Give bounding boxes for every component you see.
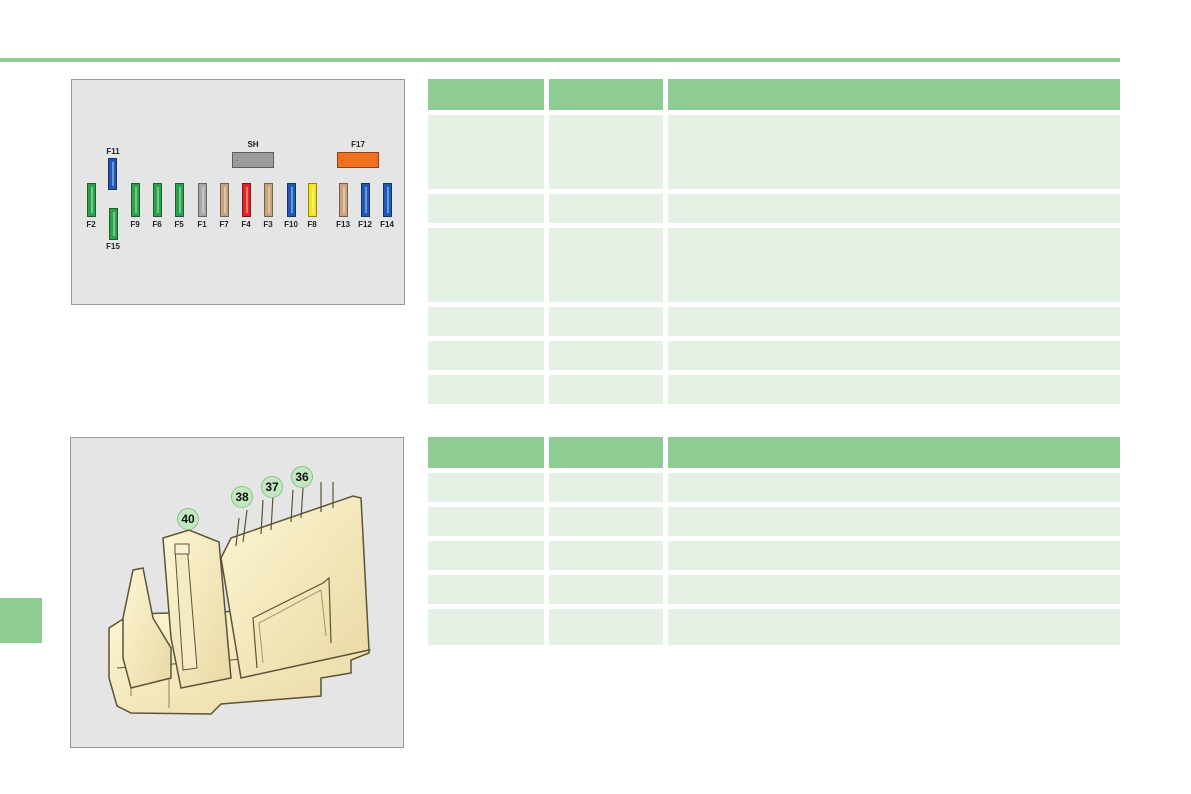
table-row: [428, 507, 1120, 536]
fuse-label: F4: [241, 220, 251, 229]
table-row: [428, 115, 1120, 189]
table-cell: [549, 341, 663, 370]
fuse: [287, 183, 296, 217]
table-cell: [668, 473, 1120, 502]
table-row: [428, 609, 1120, 645]
fuse-label: F12: [358, 220, 372, 229]
table-row: [428, 575, 1120, 604]
fuse: [383, 183, 392, 217]
fuse: [198, 183, 207, 217]
table-header-cell: [428, 437, 544, 468]
connector-illustration: 40 38 37 36: [70, 437, 404, 748]
fuse-label: F11: [106, 147, 120, 156]
table-cell: [428, 575, 544, 604]
fuse-label: F6: [152, 220, 162, 229]
table-cell: [668, 307, 1120, 336]
fuse-label: F14: [380, 220, 394, 229]
table-cell: [428, 341, 544, 370]
fuse-label: F17: [351, 140, 365, 149]
table-row: [428, 341, 1120, 370]
table-cell: [428, 115, 544, 189]
table-row: [428, 194, 1120, 223]
fuse: [131, 183, 140, 217]
table-row: [428, 307, 1120, 336]
fuse: [220, 183, 229, 217]
table-header-cell: [668, 437, 1120, 468]
fuse: [242, 183, 251, 217]
fuse-label: F1: [197, 220, 207, 229]
table-cell: [668, 575, 1120, 604]
table-cell: [668, 341, 1120, 370]
table-cell: [668, 541, 1120, 570]
table-cell: [428, 228, 544, 302]
fuse-label: F8: [307, 220, 317, 229]
table-cell: [428, 541, 544, 570]
table-row: [428, 228, 1120, 302]
pin-badge: 36: [291, 466, 313, 488]
table-cell: [668, 194, 1120, 223]
fuse-label: F7: [219, 220, 229, 229]
table-header-cell: [549, 79, 663, 110]
table-cell: [549, 115, 663, 189]
table-cell: [428, 194, 544, 223]
table-cell: [668, 375, 1120, 404]
fuse: [175, 183, 184, 217]
table-cell: [549, 307, 663, 336]
fuse: [361, 183, 370, 217]
table-cell: [549, 609, 663, 645]
fuse: [337, 152, 379, 168]
table-cell: [549, 473, 663, 502]
fuse-label: F13: [336, 220, 350, 229]
table-cell: [549, 194, 663, 223]
table-row: [428, 375, 1120, 404]
table-header-cell: [549, 437, 663, 468]
top-divider-line: [0, 58, 1120, 62]
connector-table: [428, 437, 1120, 650]
fuse: [87, 183, 96, 217]
table-header-row: [428, 437, 1120, 468]
table-cell: [428, 307, 544, 336]
table-header-cell: [428, 79, 544, 110]
fuse: [308, 183, 317, 217]
pin-badge: 40: [177, 508, 199, 530]
fuse-table: [428, 79, 1120, 409]
table-cell: [668, 115, 1120, 189]
fuse: [264, 183, 273, 217]
fuse: [109, 208, 118, 240]
fuse: [108, 158, 117, 190]
table-row: [428, 541, 1120, 570]
pin-badge: 37: [261, 476, 283, 498]
table-cell: [428, 375, 544, 404]
fuse-label: F15: [106, 242, 120, 251]
fuse-label: SH: [247, 140, 259, 149]
chapter-tab-marker: [0, 598, 42, 643]
pin-badge: 38: [231, 486, 253, 508]
fuse: [339, 183, 348, 217]
fuse: [232, 152, 274, 168]
table-cell: [549, 575, 663, 604]
fuse-label: F5: [174, 220, 184, 229]
table-cell: [549, 507, 663, 536]
table-cell: [549, 228, 663, 302]
table-cell: [428, 473, 544, 502]
fuse-label: F2: [86, 220, 96, 229]
table-row: [428, 473, 1120, 502]
table-cell: [668, 507, 1120, 536]
connector-drawing: [108, 482, 372, 715]
fuse-label: F10: [284, 220, 298, 229]
fuse-label: F9: [130, 220, 140, 229]
table-cell: [428, 609, 544, 645]
fuse: [153, 183, 162, 217]
fuse-label: F3: [263, 220, 273, 229]
table-cell: [668, 228, 1120, 302]
table-cell: [428, 507, 544, 536]
table-cell: [668, 609, 1120, 645]
table-cell: [549, 541, 663, 570]
table-header-cell: [668, 79, 1120, 110]
table-header-row: [428, 79, 1120, 110]
table-cell: [549, 375, 663, 404]
